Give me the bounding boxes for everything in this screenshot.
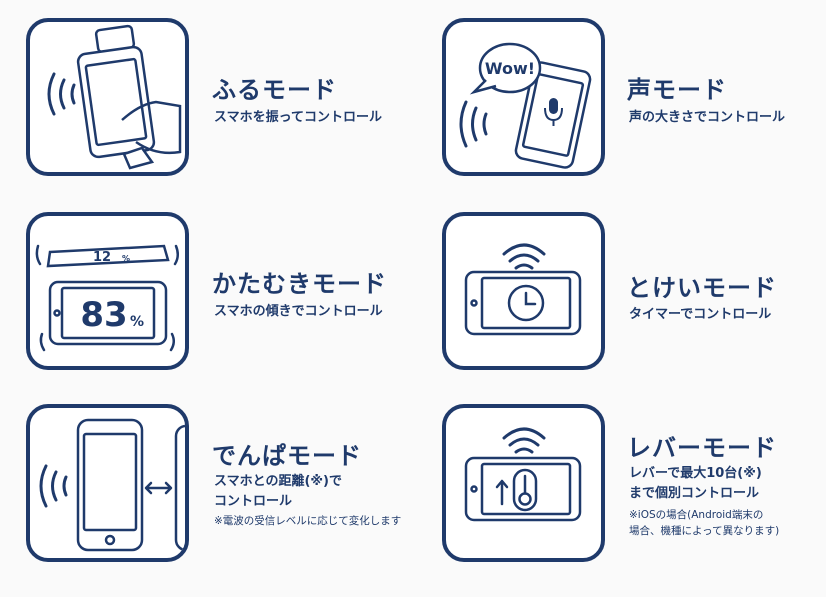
shake-mode-title: ふるモード	[212, 76, 337, 104]
tilt-mode-tile[interactable]: 12 % 83 %	[26, 212, 189, 370]
shake-mode-tile[interactable]	[26, 18, 189, 176]
shake-phone-icon	[47, 24, 182, 170]
tilt-small-value: 12	[93, 250, 111, 265]
voice-mode-desc: 声の大きさでコントロール	[629, 110, 786, 125]
microphone-icon	[544, 98, 563, 126]
clock-mode-desc: タイマーでコントロール	[629, 307, 772, 322]
voice-phone-icon: Wow!	[459, 42, 592, 169]
voice-mode-title: 声モード	[627, 76, 727, 104]
tilt-mode-title: かたむきモード	[212, 270, 387, 298]
radio-mode-tile[interactable]	[26, 404, 189, 562]
lever-mode-note-line2: 場合、機種によって異なります)	[629, 525, 780, 537]
lever-mode-title: レバーモード	[627, 434, 777, 462]
radio-mode-desc-line2: コントロール	[214, 494, 293, 509]
clock-mode-tile[interactable]	[442, 212, 605, 370]
up-arrow-icon	[495, 479, 509, 506]
voice-mode-tile[interactable]: Wow!	[442, 18, 605, 176]
clock-mode-title: とけいモード	[627, 274, 777, 302]
tilt-phone-icon: 12 % 83 %	[35, 244, 179, 352]
radio-mode-desc-line1: スマホとの距離(※)で	[214, 474, 343, 489]
radio-distance-icon	[39, 418, 185, 552]
tilt-big-unit: %	[130, 314, 144, 330]
tilt-mode-desc: スマホの傾きでコントロール	[214, 304, 383, 319]
lever-phone-icon	[464, 427, 582, 522]
lever-mode-desc-line1: レバーで最大10台(※)	[629, 466, 762, 481]
lever-mode-desc-line2: まで個別コントロール	[629, 486, 760, 501]
lever-mode-note-line1: ※iOSの場合(Android端末の	[629, 509, 764, 521]
lever-mode-tile[interactable]	[442, 404, 605, 562]
tilt-small-unit: %	[122, 254, 130, 263]
clock-phone-icon	[464, 243, 582, 336]
shake-mode-desc: スマホを振ってコントロール	[214, 110, 382, 125]
lever-slot-icon	[512, 468, 538, 512]
wow-bubble-text: Wow!	[485, 59, 535, 78]
radio-mode-note: ※電波の受信レベルに応じて変化します	[214, 515, 402, 527]
clock-face-icon	[507, 284, 545, 322]
tilt-big-value: 83	[80, 295, 127, 335]
double-arrow-icon	[144, 481, 173, 495]
radio-mode-title: でんぱモード	[212, 442, 362, 470]
